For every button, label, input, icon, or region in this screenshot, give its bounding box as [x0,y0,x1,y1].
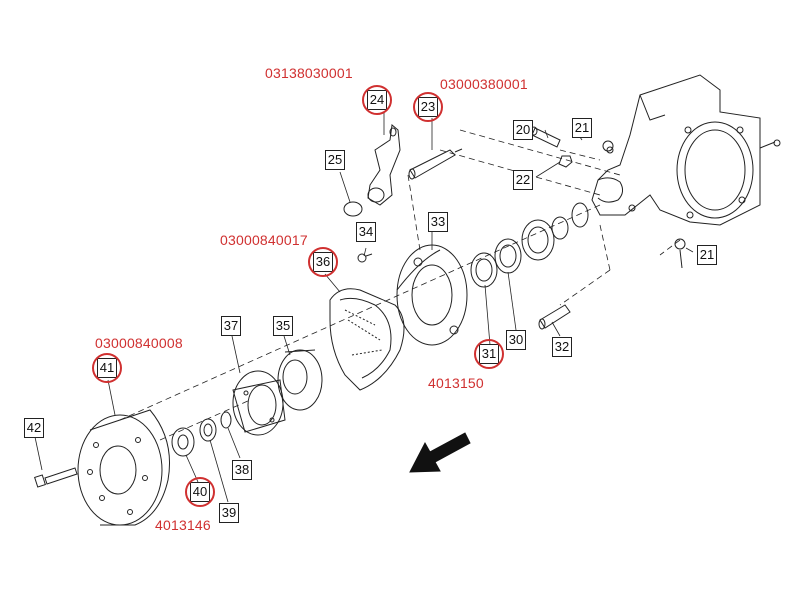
callout-32: 32 [552,337,572,357]
callout-34: 34 [356,222,376,242]
shaft-32 [538,304,571,330]
brake-shoes-36 [329,288,405,391]
highlight-circle-36 [308,247,338,277]
direction-arrow-icon [409,432,471,473]
callout-42: 42 [24,418,44,438]
lever-24 [367,124,401,206]
callout-39: 39 [219,503,239,523]
leader-lines [34,112,694,503]
callout-21: 21 [572,118,592,138]
callout-20: 20 [513,120,533,140]
assembly-axis-lines [119,129,681,441]
part-number-40: 4013146 [155,517,211,533]
callout-35: 35 [273,316,293,336]
callout-38: 38 [232,460,252,480]
callout-22: 22 [513,170,533,190]
callout-25: 25 [325,150,345,170]
part-number-24: 03138030001 [265,65,353,81]
highlight-circle-40 [185,477,215,507]
callout-30: 30 [506,330,526,350]
bearing-stack [470,202,589,288]
highlight-circle-23 [413,92,443,122]
bolt-42 [34,467,78,488]
part-number-36: 03000840017 [220,232,308,248]
washer-38 [220,411,232,429]
highlight-circle-24 [362,85,392,115]
brake-drum-41 [77,409,171,526]
shaft-23 [408,148,463,180]
circlip-25 [343,201,363,217]
nut-21 [602,140,686,269]
spacer-35 [277,349,323,411]
hub-37 [232,370,286,436]
final-drive-housing [591,74,781,226]
part-number-31: 4013150 [428,375,484,391]
callout-21: 21 [697,245,717,265]
part-number-23: 03000380001 [440,76,528,92]
callout-37: 37 [221,316,241,336]
backing-plate-33 [396,244,468,346]
bearing-40 [171,427,195,457]
bolt-34 [357,253,373,263]
callout-33: 33 [428,212,448,232]
highlight-circle-41 [92,353,122,383]
seal-39 [199,418,217,442]
highlight-circle-31 [474,339,504,369]
part-number-41: 03000840008 [95,335,183,351]
pin-20 [530,126,573,168]
